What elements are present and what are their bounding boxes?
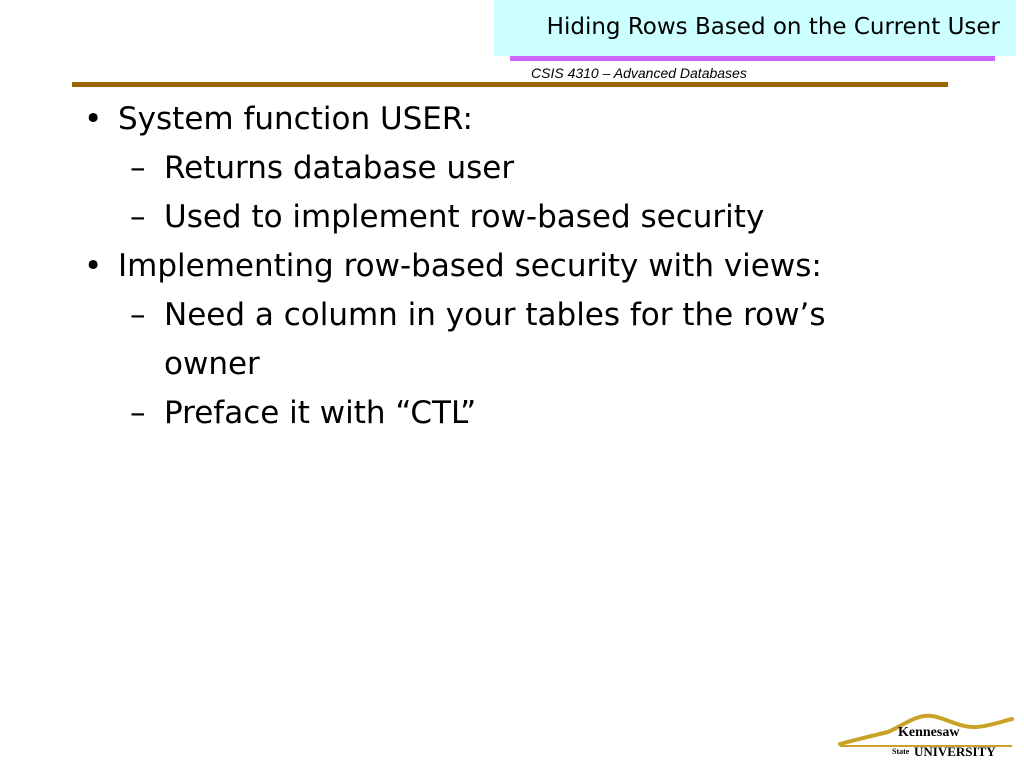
bullet-text: System function USER: bbox=[118, 101, 473, 137]
logo-word-state: State bbox=[892, 747, 910, 756]
sub-bullet-text: Preface it with “CTL” bbox=[164, 395, 477, 431]
course-subtitle: CSIS 4310 – Advanced Databases bbox=[531, 65, 747, 81]
dash-marker: – bbox=[130, 395, 146, 431]
sub-bullet-item: – Returns database user bbox=[0, 144, 1024, 193]
slide-title: Hiding Rows Based on the Current User bbox=[546, 14, 1000, 40]
sub-bullet-text: Returns database user bbox=[164, 150, 515, 186]
sub-bullet-text: Need a column in your tables for the row… bbox=[164, 297, 826, 333]
title-accent-line bbox=[510, 56, 995, 61]
bullet-item: • Implementing row-based security with v… bbox=[0, 242, 1024, 291]
bullet-list: • System function USER: – Returns databa… bbox=[0, 95, 1024, 438]
sub-bullet-text: Used to implement row-based security bbox=[164, 199, 765, 235]
sub-bullet-continuation: owner bbox=[0, 340, 1024, 389]
sub-bullet-item: – Used to implement row-based security bbox=[0, 193, 1024, 242]
bullet-text: Implementing row-based security with vie… bbox=[118, 248, 822, 284]
logo-word-university: UNIVERSITY bbox=[914, 744, 996, 759]
dash-marker: – bbox=[130, 150, 146, 186]
bullet-item: • System function USER: bbox=[0, 95, 1024, 144]
dash-marker: – bbox=[130, 199, 146, 235]
bullet-marker: • bbox=[84, 248, 103, 284]
kennesaw-state-university-logo: Kennesaw State UNIVERSITY bbox=[838, 713, 1014, 759]
sub-bullet-item: – Need a column in your tables for the r… bbox=[0, 291, 1024, 340]
dash-marker: – bbox=[130, 297, 146, 333]
logo-mountain-outline bbox=[838, 713, 1014, 746]
header-rule-line bbox=[72, 82, 948, 87]
logo-word-kennesaw: Kennesaw bbox=[898, 725, 960, 740]
sub-bullet-text: owner bbox=[164, 346, 260, 382]
sub-bullet-item: – Preface it with “CTL” bbox=[0, 389, 1024, 438]
bullet-marker: • bbox=[84, 101, 103, 137]
title-banner: Hiding Rows Based on the Current User bbox=[494, 0, 1016, 56]
